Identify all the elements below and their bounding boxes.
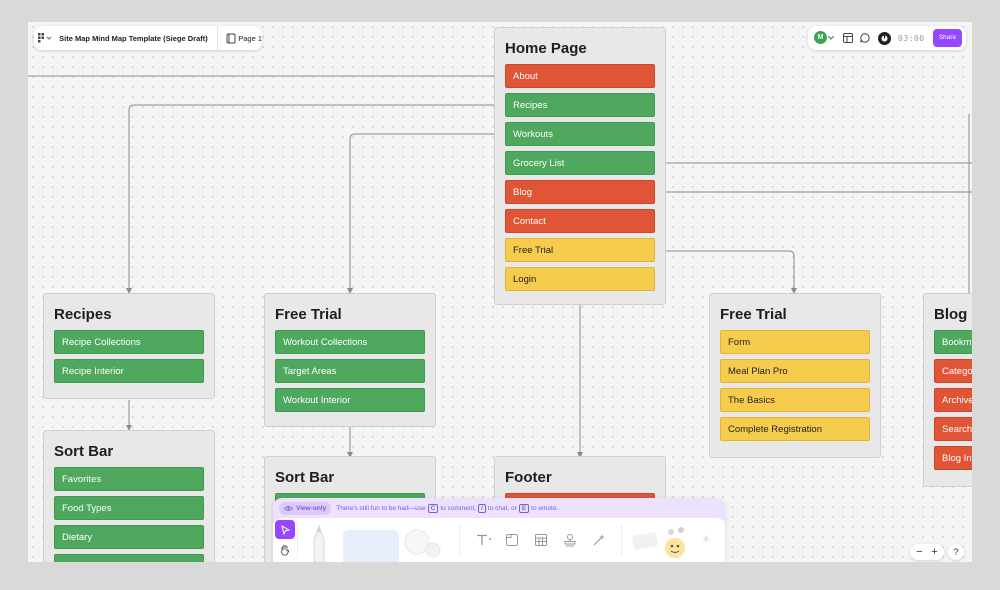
page-icon[interactable] bbox=[224, 26, 239, 50]
blog-item-interior[interactable]: Blog Int bbox=[934, 446, 972, 470]
blog-card[interactable]: Blog Bookma Catego Archive Search Blog I… bbox=[923, 293, 972, 487]
card-title: Free Trial bbox=[275, 306, 342, 323]
move-tool-icon[interactable] bbox=[275, 520, 295, 539]
sort-bar-card[interactable]: Sort Bar Favorites Food Types Dietary bbox=[43, 430, 215, 562]
zoom-in-button[interactable]: + bbox=[931, 546, 938, 558]
timer-chip[interactable]: 03:00 bbox=[878, 31, 924, 45]
bottom-toolbar: View-only There's still fun to be had—us… bbox=[273, 498, 725, 562]
divider bbox=[621, 524, 622, 556]
divider bbox=[297, 522, 298, 558]
view-only-banner: View-only There's still fun to be had—us… bbox=[273, 498, 725, 518]
marker-tool[interactable] bbox=[343, 530, 399, 562]
home-item-about[interactable]: About bbox=[505, 64, 655, 88]
banner-text: to chat, or bbox=[487, 504, 517, 512]
layout-icon[interactable] bbox=[843, 33, 853, 43]
recipes-item-interior[interactable]: Recipe Interior bbox=[54, 359, 204, 383]
help-icon: ? bbox=[953, 547, 959, 557]
food-types-item[interactable]: Food Types bbox=[54, 496, 204, 520]
stamp-tool-icon[interactable] bbox=[559, 530, 581, 550]
blog-item-bookmarks[interactable]: Bookma bbox=[934, 330, 972, 354]
actions-tool-icon[interactable] bbox=[588, 530, 610, 550]
table-tool-icon[interactable] bbox=[530, 530, 552, 550]
chat-bubble-icon[interactable] bbox=[860, 33, 870, 43]
home-item-login[interactable]: Login bbox=[505, 267, 655, 291]
blog-item-search[interactable]: Search bbox=[934, 417, 972, 441]
key-hint-c: C bbox=[427, 503, 439, 513]
view-only-label: View-only bbox=[296, 504, 327, 512]
board-canvas[interactable]: Home Page About Recipes Workouts Grocery… bbox=[28, 22, 972, 562]
divider bbox=[459, 524, 460, 556]
help-button[interactable]: ? bbox=[948, 544, 964, 560]
target-areas-item[interactable]: Target Areas bbox=[275, 359, 425, 383]
view-only-badge: View-only bbox=[279, 501, 332, 515]
banner-text: to emote. bbox=[531, 504, 559, 512]
card-title: Footer bbox=[505, 469, 552, 486]
blog-item-archive[interactable]: Archive bbox=[934, 388, 972, 412]
home-page-card[interactable]: Home Page About Recipes Workouts Grocery… bbox=[494, 27, 666, 305]
banner-text: There's still fun to be had—use bbox=[336, 504, 426, 512]
free-trial-card[interactable]: Free Trial Form Meal Plan Pro The Basics… bbox=[709, 293, 881, 458]
recipes-card[interactable]: Recipes Recipe Collections Recipe Interi… bbox=[43, 293, 215, 399]
avatar[interactable]: M bbox=[814, 31, 827, 44]
card-title: Sort Bar bbox=[54, 443, 114, 460]
meal-plan-pro-item[interactable]: Meal Plan Pro bbox=[720, 359, 870, 383]
free-trial-workouts-card[interactable]: Free Trial Workout Collections Target Ar… bbox=[264, 293, 436, 427]
plus-icon[interactable]: + bbox=[702, 531, 710, 546]
home-item-recipes[interactable]: Recipes bbox=[505, 93, 655, 117]
home-item-free-trial[interactable]: Free Trial bbox=[505, 238, 655, 262]
key-hint-slash: / bbox=[478, 503, 486, 513]
card-title: Recipes bbox=[54, 306, 112, 323]
chevron-down-icon[interactable] bbox=[828, 35, 834, 41]
share-button[interactable]: Share bbox=[933, 29, 962, 47]
banner-text: to comment, bbox=[440, 504, 477, 512]
card-title: Home Page bbox=[505, 40, 587, 57]
blog-item-categories[interactable]: Catego bbox=[934, 359, 972, 383]
home-item-blog[interactable]: Blog bbox=[505, 180, 655, 204]
key-hint-e: E bbox=[518, 503, 530, 513]
favorites-item[interactable]: Favorites bbox=[54, 467, 204, 491]
card-title: Blog bbox=[934, 306, 968, 323]
divider bbox=[216, 26, 218, 50]
shape-tool[interactable] bbox=[403, 524, 443, 560]
file-info-bar: Site Map Mind Map Template (Siege Draft)… bbox=[34, 26, 262, 50]
zoom-out-button[interactable]: − bbox=[916, 546, 923, 558]
the-basics-item[interactable]: The Basics bbox=[720, 388, 870, 412]
form-item[interactable]: Form bbox=[720, 330, 870, 354]
pencil-tool[interactable] bbox=[309, 524, 329, 562]
complete-registration-item[interactable]: Complete Registration bbox=[720, 417, 870, 441]
zoom-controls: − + bbox=[910, 544, 944, 560]
widgets-tray[interactable] bbox=[631, 524, 693, 560]
toolbar-right: M 03:00 Share bbox=[808, 26, 966, 50]
dietary-item[interactable]: Dietary bbox=[54, 525, 204, 549]
home-item-workouts[interactable]: Workouts bbox=[505, 122, 655, 146]
workout-collections-item[interactable]: Workout Collections bbox=[275, 330, 425, 354]
timer-text: 03:00 bbox=[898, 33, 925, 43]
file-title[interactable]: Site Map Mind Map Template (Siege Draft) bbox=[59, 33, 208, 43]
card-title: Sort Bar bbox=[275, 469, 335, 486]
hand-tool-icon[interactable] bbox=[275, 541, 295, 560]
text-tool-icon[interactable] bbox=[473, 530, 495, 550]
home-item-contact[interactable]: Contact bbox=[505, 209, 655, 233]
timer-icon bbox=[878, 31, 891, 45]
home-item-grocery-list[interactable]: Grocery List bbox=[505, 151, 655, 175]
workout-interior-item[interactable]: Workout Interior bbox=[275, 388, 425, 412]
sort-bar-item[interactable] bbox=[54, 554, 204, 562]
tool-tray: + bbox=[273, 518, 725, 562]
figma-menu-icon[interactable] bbox=[34, 26, 55, 50]
recipes-item-collections[interactable]: Recipe Collections bbox=[54, 330, 204, 354]
eye-icon bbox=[284, 505, 293, 512]
frame-tool-icon[interactable] bbox=[501, 530, 523, 550]
page-label[interactable]: Page 1 bbox=[238, 33, 262, 43]
card-title: Free Trial bbox=[720, 306, 787, 323]
